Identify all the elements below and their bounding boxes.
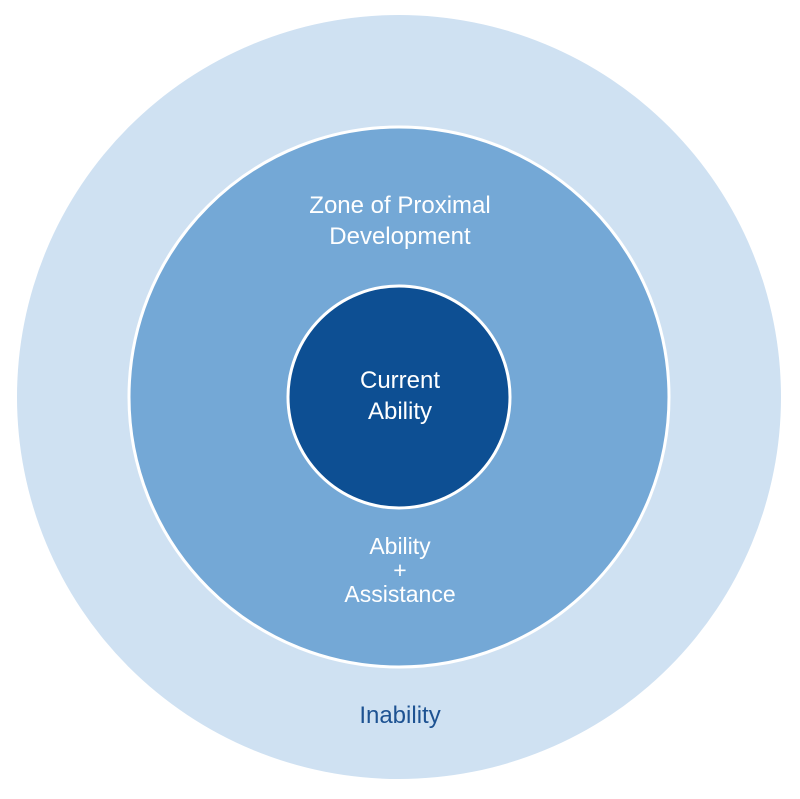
assist-line-3: Assistance (344, 581, 456, 607)
ability-plus-assistance-label: Ability + Assistance (0, 534, 800, 606)
zpd-title-line-2: Development (329, 223, 471, 250)
assist-line-1: Ability (369, 533, 431, 559)
inability-label: Inability (359, 702, 441, 729)
zpd-title-line-1: Zone of Proximal (309, 192, 491, 219)
current-ability-label: Current Ability (0, 365, 800, 427)
zpd-title: Zone of Proximal Development (0, 190, 800, 252)
inner-zone-circle (286, 284, 512, 510)
current-ability-line-2: Ability (367, 398, 433, 425)
assist-line-2: + (393, 557, 407, 583)
current-ability-line-1: Current (359, 367, 441, 394)
